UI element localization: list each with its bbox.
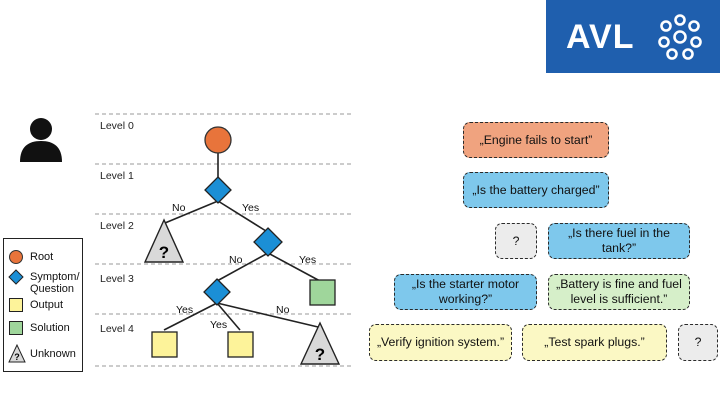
question-node-l1 (204, 176, 232, 204)
question-node-l3 (203, 278, 231, 306)
root-node (204, 126, 232, 154)
legend-item-question: Symptom/ Question (8, 269, 82, 297)
legend-item-root: Root (8, 249, 82, 269)
solution-square-icon (9, 321, 23, 335)
legend-unknown-mark: ? (14, 352, 20, 362)
edge-label-l1-yes: Yes (242, 202, 259, 214)
decision-tree: Level 0 Level 1 Level 2 Level 3 Level 4 … (95, 113, 352, 367)
box-unknown-1: ? (495, 223, 537, 259)
legend-label-output: Output (30, 299, 64, 311)
edge-label-l3-yes-b: Yes (210, 319, 227, 331)
edge-label-l2-yes: Yes (299, 254, 316, 266)
box-battery-question: „Is the battery charged” (463, 172, 609, 208)
level-label-4: Level 4 (100, 323, 134, 335)
legend-item-output: Output (8, 297, 82, 317)
unknown-node-l4-mark: ? (315, 345, 325, 364)
logo-text: AVL (566, 18, 635, 56)
output-square-icon (9, 298, 23, 312)
legend-label-root: Root (30, 251, 54, 263)
edge-label-l3-yes-a: Yes (176, 304, 193, 316)
unknown-node-l2-mark: ? (159, 243, 169, 262)
level-label-1: Level 1 (100, 170, 134, 182)
avl-dots-mark-icon (658, 14, 702, 60)
output-node-l4-b (227, 331, 254, 358)
edge-label-l3-no: No (276, 304, 290, 316)
legend-label-question: Symptom/ Question (30, 271, 80, 295)
box-test-spark-plugs: „Test spark plugs.” (522, 324, 667, 361)
legend: Root Symptom/ Question Output Solution ?… (3, 238, 83, 372)
unknown-node-l2 (143, 218, 185, 263)
root-circle-icon (9, 250, 23, 264)
level-label-3: Level 3 (100, 273, 134, 285)
question-node-l2 (253, 227, 283, 257)
legend-label-solution: Solution (30, 322, 70, 334)
unknown-triangle-icon: ? (8, 343, 26, 363)
question-diamond-icon (8, 269, 24, 285)
solution-node-l3 (309, 279, 336, 306)
avl-logo: AVL (546, 0, 720, 73)
output-node-l4-a (151, 331, 178, 358)
box-battery-ok-solution: „Battery is fine and fuel level is suffi… (548, 274, 690, 310)
box-verify-ignition: „Verify ignition system.” (369, 324, 512, 361)
box-engine-fails: „Engine fails to start” (463, 122, 609, 158)
person-icon (20, 118, 62, 162)
box-unknown-2: ? (678, 324, 718, 361)
edge-label-l2-no: No (229, 254, 243, 266)
box-fuel-question: „Is there fuel in the tank?” (548, 223, 690, 259)
legend-item-unknown: ? Unknown (8, 343, 82, 363)
legend-label-unknown: Unknown (30, 348, 76, 360)
unknown-node-l4 (299, 321, 341, 365)
legend-item-solution: Solution (8, 320, 82, 340)
level-label-2: Level 2 (100, 220, 134, 232)
edge-label-l1-no: No (172, 202, 186, 214)
level-label-0: Level 0 (100, 120, 134, 132)
box-starter-question: „Is the starter motor working?” (394, 274, 537, 310)
